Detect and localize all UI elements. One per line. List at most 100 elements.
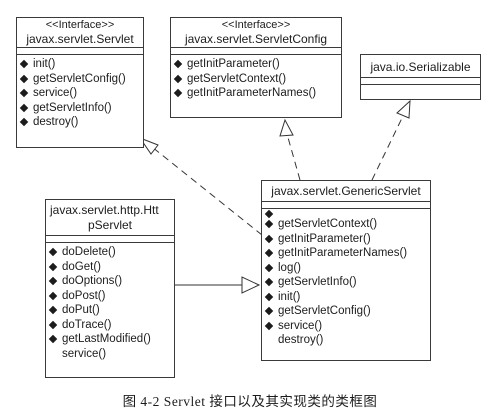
realization-line-serializable [371,115,404,181]
realization-arrowhead-servletconfig [279,118,294,137]
genericservlet-class-box: javax.servlet.GenericServlet getServletC… [261,180,431,361]
method-marker-icon [173,60,183,69]
serializable-class-name: java.io.Serializable [370,60,471,74]
servlet-stereotype: <<Interface>> [45,19,115,31]
operation-row: doTrace() [48,318,174,333]
operation-label: log() [278,261,302,274]
httpservlet-class-name-line2: pServlet [87,218,133,232]
method-marker-icon [264,292,274,301]
servlet-class-name: javax.servlet.Servlet [26,32,134,46]
operation-label: getServletConfig() [278,305,371,317]
operation-row: getServletConfig() [264,304,430,319]
operation-row: doGet() [48,260,174,275]
servlet-operations: init() getServletConfig() service() getServ… [17,55,143,130]
method-marker-icon [19,74,29,83]
httpservlet-operations: doDelete() doGet() doOptions() doPost() doPu… [46,243,174,361]
method-marker-icon [19,89,29,98]
operation-row: service() [48,347,174,362]
operation-label: service() [33,87,78,99]
operation-label: doOptions() [62,275,123,287]
operation-label: getInitParameterNames() [278,247,408,259]
realization-line-servlet [146,142,263,236]
generalization-arrowhead [241,276,261,294]
figure-caption: 图 4-2 Servlet 接口以及其实现类的类框图 [122,394,378,409]
servletconfig-operations: getInitParameter() getServletContext() get… [171,55,341,101]
serializable-attributes-section [361,78,480,85]
genericservlet-header: javax.servlet.GenericServlet [262,181,430,202]
operation-label: doTrace() [62,318,112,331]
operation-row: getServletContext() [173,72,341,87]
method-marker-icon [48,277,58,286]
realization-arrowhead-serializable [396,99,411,119]
operation-label: getLastModified() [62,333,151,345]
operation-row: destroy() [19,115,143,130]
method-marker-icon [48,320,58,329]
operation-label: getServletConfig() [33,72,126,85]
operation-label: init() [278,290,301,303]
method-marker-icon [264,234,274,243]
operation-label: getServletInfo() [278,276,357,288]
operation-row: doOptions() [48,274,174,289]
operation-row: getServletConfig() [19,72,143,87]
servletconfig-class-name: javax.servlet.ServletConfig [184,32,328,46]
operation-label: getServletInfo() [33,101,112,114]
method-marker-icon [264,321,274,330]
operation-label: getInitParameter() [278,232,371,245]
httpservlet-class-box: javax.servlet.http.Htt pServlet doDelete… [45,199,175,378]
operation-row: init() [264,290,430,305]
method-marker-icon [264,307,274,316]
serializable-header: java.io.Serializable [361,55,480,78]
operation-label: getServletContext() [187,72,287,85]
operation-row: service() [264,319,430,334]
operation-label: doPost() [62,289,106,302]
operation-label: init() [33,58,56,70]
genericservlet-class-name: javax.servlet.GenericServlet [271,184,421,198]
servlet-interface-box: <<Interface>> javax.servlet.Servlet init… [16,17,144,148]
operation-row: getInitParameter() [173,57,341,72]
method-marker-icon [48,248,58,257]
servletconfig-header: <<Interface>> javax.servlet.ServletConfi… [171,18,341,48]
servletconfig-attributes-section [171,48,341,55]
operation-row: getServletContext() [264,217,430,232]
method-marker-icon [48,306,58,315]
operation-row: getInitParameterNames() [173,86,341,101]
httpservlet-attributes-section [46,236,174,243]
genericservlet-attributes-section [262,202,430,209]
operation-row: getServletInfo() [19,101,143,116]
genericservlet-operations: getServletContext() getInitParameter() get… [262,209,430,348]
operation-row: service() [19,86,143,101]
operation-row: doDelete() [48,245,174,260]
operation-row: getServletInfo() [264,275,430,290]
operation-label: service() [62,347,107,360]
method-marker-icon [173,89,183,98]
httpservlet-class-name-line1: javax.servlet.http.Htt [50,203,159,217]
operation-label: destroy() [278,334,324,346]
operation-label: doGet() [62,260,101,273]
operation-row: log() [264,261,430,276]
operation-row: doPut() [48,303,174,318]
operation-label: getServletContext() [278,218,378,230]
operation-row: getLastModified() [48,332,174,347]
method-marker-icon [264,249,274,258]
method-marker-icon [264,278,274,287]
operation-label: doPut() [62,304,100,316]
serializable-interface-box: java.io.Serializable [360,54,481,100]
realization-line-servletconfig [286,133,301,181]
operation-label: service() [278,319,323,332]
servletconfig-interface-box: <<Interface>> javax.servlet.ServletConfi… [170,17,342,118]
method-marker-icon [19,60,29,69]
operation-label: getInitParameterNames() [187,87,317,99]
method-marker-icon [19,103,29,112]
operation-label: getInitParameter() [187,58,280,70]
method-marker-icon [173,74,183,83]
method-marker-icon [264,220,274,229]
operation-label: destroy() [33,116,79,128]
operation-row: init() [19,57,143,72]
method-marker-icon [264,263,274,272]
realization-arrowhead-servlet [138,136,159,155]
operation-label: doDelete() [62,246,116,258]
httpservlet-header: javax.servlet.http.Htt pServlet [46,200,174,236]
method-marker-icon [48,291,58,300]
method-marker-icon [19,118,29,127]
